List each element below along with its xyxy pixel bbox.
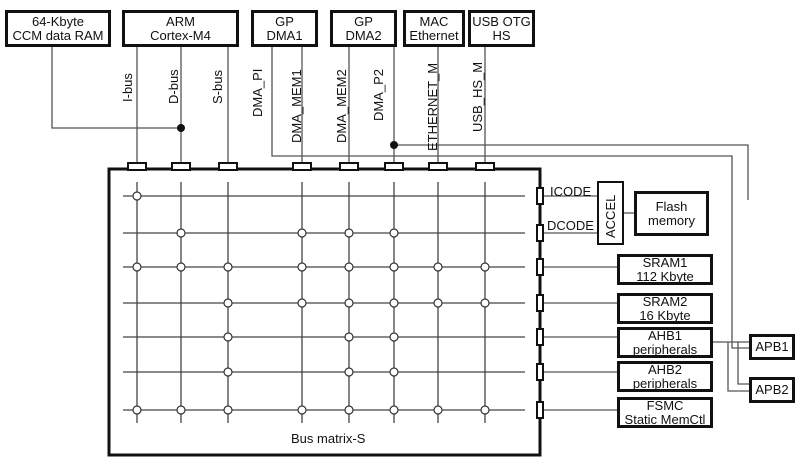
master-gp-dma2: GP DMA2 [330,10,397,47]
port-label-dcode: DCODE [547,218,594,233]
matrix-connection-node [480,298,490,308]
matrix-connection-node [223,332,233,342]
matrix-connection-node [223,298,233,308]
matrix-connection-node [297,405,307,415]
bus-label-ethernet-m: ETHERNET_M [425,62,440,151]
bus-label-d-bus: D-bus [166,69,181,104]
bus-label-usb-hs-m: USB_HS_M [470,61,485,132]
ahb1-apb2-wire [727,342,749,392]
slave-flash-memory: Flash memory [634,191,709,236]
master-arm-cortex-m4: ARM Cortex-M4 [122,10,239,47]
slave-port [536,187,544,205]
bus-matrix-title: Bus matrix-S [291,431,366,446]
matrix-connection-node [132,262,142,272]
slave-sram1: SRAM1 112 Kbyte [617,254,713,285]
matrix-connection-node [297,228,307,238]
bus-matrix-frame [107,167,542,457]
accel-label: ACCEL [603,194,618,238]
slave-ahb1-peripherals: AHB1 peripherals [617,327,713,358]
matrix-connection-node [389,228,399,238]
master-port [171,162,191,171]
matrix-connection-node [223,405,233,415]
bus-label-dma-p2: DMA_P2 [371,68,386,121]
matrix-connection-node [480,405,490,415]
matrix-connection-node [344,405,354,415]
matrix-connection-node [433,262,443,272]
port-label-icode: ICODE [550,184,592,199]
slave-port [536,363,544,381]
matrix-connection-node [176,405,186,415]
matrix-connection-node [132,191,142,201]
master-mac-ethernet: MAC Ethernet [403,10,465,47]
master-port [428,162,448,171]
bus-label-dma-mem2: DMA_MEM2 [334,69,349,143]
master-gp-dma1: GP DMA1 [251,10,318,47]
slave-port [536,258,544,276]
matrix-connection-node [344,262,354,272]
matrix-connection-node [344,332,354,342]
matrix-connection-node [223,262,233,272]
matrix-connection-node [433,405,443,415]
ccm-ram-wire [51,47,181,129]
slave-port [536,401,544,419]
junction-dot [177,124,185,132]
slave-port [536,294,544,312]
matrix-connection-node [389,262,399,272]
bridge-apb2: APB2 [749,377,795,403]
matrix-connection-node [132,405,142,415]
matrix-connection-node [176,228,186,238]
matrix-connection-node [297,298,307,308]
bridge-apb1: APB1 [749,334,795,360]
master-port [384,162,404,171]
accel-box [597,181,624,245]
slave-fsmc: FSMC Static MemCtl [617,397,713,428]
matrix-connection-node [389,367,399,377]
matrix-connection-node [344,367,354,377]
master-port [475,162,495,171]
matrix-connection-node [223,367,233,377]
slave-sram2: SRAM2 16 Kbyte [617,293,713,324]
matrix-connection-node [344,298,354,308]
slave-ahb2-peripherals: AHB2 peripherals [617,361,713,392]
matrix-connection-node [344,228,354,238]
master-ccm-ram: 64-Kbyte CCM data RAM [5,10,111,47]
matrix-connection-node [433,298,443,308]
apb2-wire [737,342,749,385]
master-port [218,162,238,171]
slave-port [536,328,544,346]
matrix-connection-node [389,298,399,308]
bus-label-dma-mem1: DMA_MEM1 [289,69,304,143]
master-port [339,162,359,171]
bus-label-dma-pi: DMA_PI [250,68,265,117]
slave-port [536,224,544,242]
master-usb-otg-hs: USB OTG HS [468,10,535,47]
matrix-connection-node [176,262,186,272]
matrix-connection-node [297,262,307,272]
dma-p2-wire [394,144,749,200]
matrix-connection-node [480,262,490,272]
master-port [292,162,312,171]
matrix-connection-node [389,405,399,415]
bus-label-i-bus: I-bus [120,73,135,102]
master-port [127,162,147,171]
matrix-connection-node [389,332,399,342]
bus-label-s-bus: S-bus [210,70,225,104]
junction-dot [390,141,398,149]
